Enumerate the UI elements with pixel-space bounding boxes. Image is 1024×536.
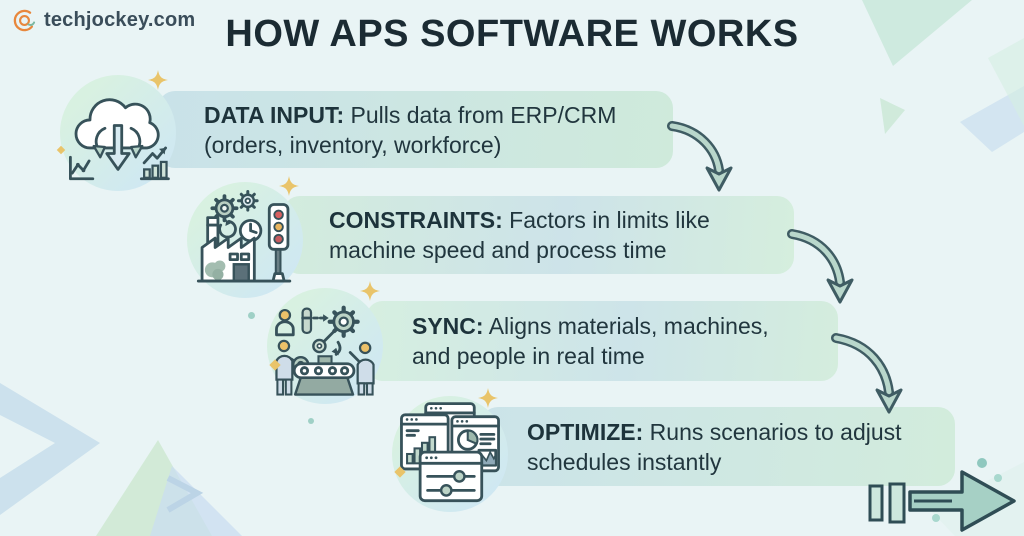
step-text-line2: machine speed and process time <box>329 237 667 263</box>
dashboard-windows-icon <box>392 396 508 512</box>
cloud-download-charts-icon <box>60 75 176 191</box>
step-box-optimize: OPTIMIZE: Runs scenarios to adjust sched… <box>481 407 955 486</box>
swirl-at-icon <box>13 9 36 32</box>
sparkle-icon <box>148 70 168 90</box>
step-box-sync: SYNC: Aligns materials, machines, and pe… <box>366 301 838 381</box>
decor-corner-triangle <box>862 0 972 66</box>
connector-arrow-2 <box>787 229 854 304</box>
logo-text: techjockey.com <box>44 9 196 31</box>
step-label: OPTIMIZE: <box>527 418 644 445</box>
dot-decor <box>977 458 987 468</box>
factory-traffic-light-icon <box>187 182 303 298</box>
connector-arrow-1 <box>667 121 733 192</box>
step-text-line2: and people in real time <box>412 343 645 369</box>
page-title: HOW APS SOFTWARE WORKS <box>225 13 799 55</box>
step-text-line1: Pulls data from ERP/CRM <box>350 101 617 128</box>
sparkle-icon <box>279 176 299 196</box>
fast-forward-arrow <box>868 470 1016 532</box>
workers-conveyor-gears-icon <box>267 288 383 404</box>
decor-chevron-large <box>0 383 100 515</box>
dot-decor <box>994 474 1002 482</box>
techjockey-logo: techjockey.com <box>12 8 195 33</box>
sparkle-icon <box>360 281 380 301</box>
step-text-line1: Factors in limits like <box>509 207 710 233</box>
step-text-line2: schedules instantly <box>527 448 722 475</box>
step-text-line1: Runs scenarios to adjust <box>649 418 902 445</box>
decor-chevron-outline <box>166 475 204 513</box>
step-box-data-input: DATA INPUT: Pulls data from ERP/CRM (ord… <box>158 91 673 168</box>
dot-decor <box>248 312 255 319</box>
connector-arrow-3 <box>831 333 903 414</box>
step-text-line1: Aligns materials, machines, <box>488 313 769 339</box>
dot-decor <box>932 514 940 522</box>
step-label: DATA INPUT: <box>204 101 345 128</box>
step-box-constraints: CONSTRAINTS: Factors in limits like mach… <box>283 196 794 274</box>
step-label: CONSTRAINTS: <box>329 207 503 233</box>
sparkle-icon <box>478 388 498 408</box>
step-text-line2: (orders, inventory, workforce) <box>204 131 502 158</box>
dot-decor <box>308 418 314 424</box>
step-label: SYNC: <box>412 313 484 339</box>
